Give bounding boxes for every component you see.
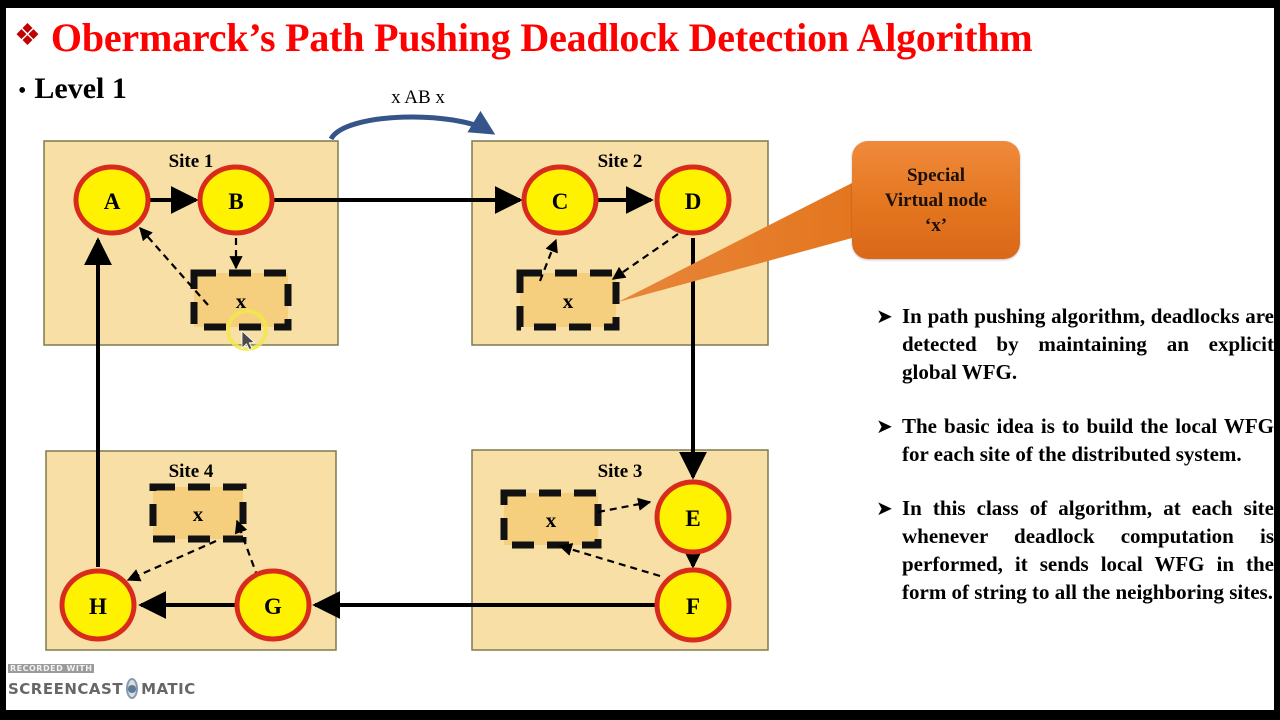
virtual-node-label-site-1: x — [236, 289, 247, 313]
list-item-text: The basic idea is to build the local WFG… — [902, 414, 1274, 466]
list-item: ➤ In this class of algorithm, at each si… — [876, 494, 1274, 606]
explanation-list: ➤ In path pushing algorithm, deadlocks a… — [876, 302, 1274, 632]
edge-x-to-e-site-3 — [597, 497, 652, 514]
node-b: B — [197, 164, 275, 236]
edge-x-to-h-site-4 — [126, 539, 217, 582]
virtual-node-label-site-2: x — [563, 289, 574, 313]
edge-d-to-x-site-2 — [611, 233, 679, 280]
virtual-node-site-4: x — [149, 483, 247, 543]
node-label-d: D — [685, 189, 702, 214]
node-d: D — [654, 164, 732, 236]
click-highlight-ring — [226, 309, 268, 351]
list-item-text: In this class of algorithm, at each site… — [902, 496, 1274, 604]
letterbox-top — [0, 0, 1280, 8]
node-label-c: C — [552, 189, 569, 214]
message-arrow-site1-to-site2 — [328, 110, 496, 141]
letterbox-left — [0, 0, 6, 720]
node-g: G — [234, 568, 312, 642]
diamond-bullet-icon: ❖ — [14, 18, 41, 52]
node-a: A — [73, 164, 151, 236]
wfg-nodes: A B C D E F H — [59, 164, 732, 643]
virtual-node-label-site-4: x — [193, 502, 204, 526]
record-dot-icon — [126, 678, 139, 699]
callout-pointer — [618, 183, 852, 302]
node-label-a: A — [104, 189, 121, 214]
node-h: H — [59, 568, 137, 642]
edge-x-to-c-site-2 — [538, 238, 558, 282]
node-e: E — [654, 479, 732, 555]
site-box-site-2: Site 2 — [471, 140, 769, 346]
list-item-text: In path pushing algorithm, deadlocks are… — [902, 304, 1274, 384]
level-heading: • Level 1 — [18, 72, 127, 106]
watermark-logo: SCREENCAST MATIC — [8, 678, 195, 699]
screencast-watermark: RECORDED WITH SCREENCAST MATIC — [8, 658, 195, 706]
node-label-g: G — [264, 594, 282, 619]
site-label-site-1: Site 1 — [169, 151, 214, 172]
letterbox-right — [1274, 0, 1280, 720]
arrow-bullet-icon: ➤ — [876, 414, 893, 438]
virtual-node-label-site-3: x — [546, 508, 557, 532]
list-item: ➤ In path pushing algorithm, deadlocks a… — [876, 302, 1274, 386]
letterbox-bottom — [0, 710, 1280, 720]
callout-text: Special Virtual node ‘x’ — [884, 164, 988, 236]
watermark-word-matic: MATIC — [141, 679, 196, 698]
slide-title: ❖ Obermarck’s Path Pushing Deadlock Dete… — [14, 14, 1266, 61]
arrow-bullet-icon: ➤ — [876, 304, 893, 328]
dot-bullet-icon: • — [18, 78, 27, 104]
virtual-node-site-3: x — [500, 489, 602, 549]
edge-x-to-a-site-1 — [139, 227, 209, 306]
node-label-b: B — [228, 189, 243, 214]
node-label-e: E — [685, 506, 700, 531]
node-f: F — [654, 567, 732, 643]
level-label: Level 1 — [34, 72, 127, 105]
mouse-cursor — [241, 330, 256, 351]
message-label: x AB x — [391, 87, 445, 108]
virtual-node-site-2: x — [516, 269, 620, 331]
node-label-h: H — [89, 594, 107, 619]
site-label-site-2: Site 2 — [598, 151, 643, 172]
list-item: ➤ The basic idea is to build the local W… — [876, 412, 1274, 468]
callout-box: Special Virtual node ‘x’ — [852, 141, 1020, 259]
site-label-site-3: Site 3 — [598, 461, 643, 482]
watermark-caption: RECORDED WITH — [8, 664, 95, 673]
edge-g-to-x-site-4 — [234, 519, 260, 579]
page-title: Obermarck’s Path Pushing Deadlock Detect… — [50, 15, 1033, 60]
node-c: C — [521, 164, 599, 236]
virtual-dashed-edges — [126, 227, 679, 582]
virtual-node-site-1: x — [190, 269, 292, 331]
watermark-word-screencast: SCREENCAST — [8, 679, 124, 698]
arrow-bullet-icon: ➤ — [876, 496, 893, 520]
node-label-f: F — [686, 594, 700, 619]
edge-f-to-x-site-3 — [558, 543, 661, 578]
site-label-site-4: Site 4 — [169, 461, 214, 482]
